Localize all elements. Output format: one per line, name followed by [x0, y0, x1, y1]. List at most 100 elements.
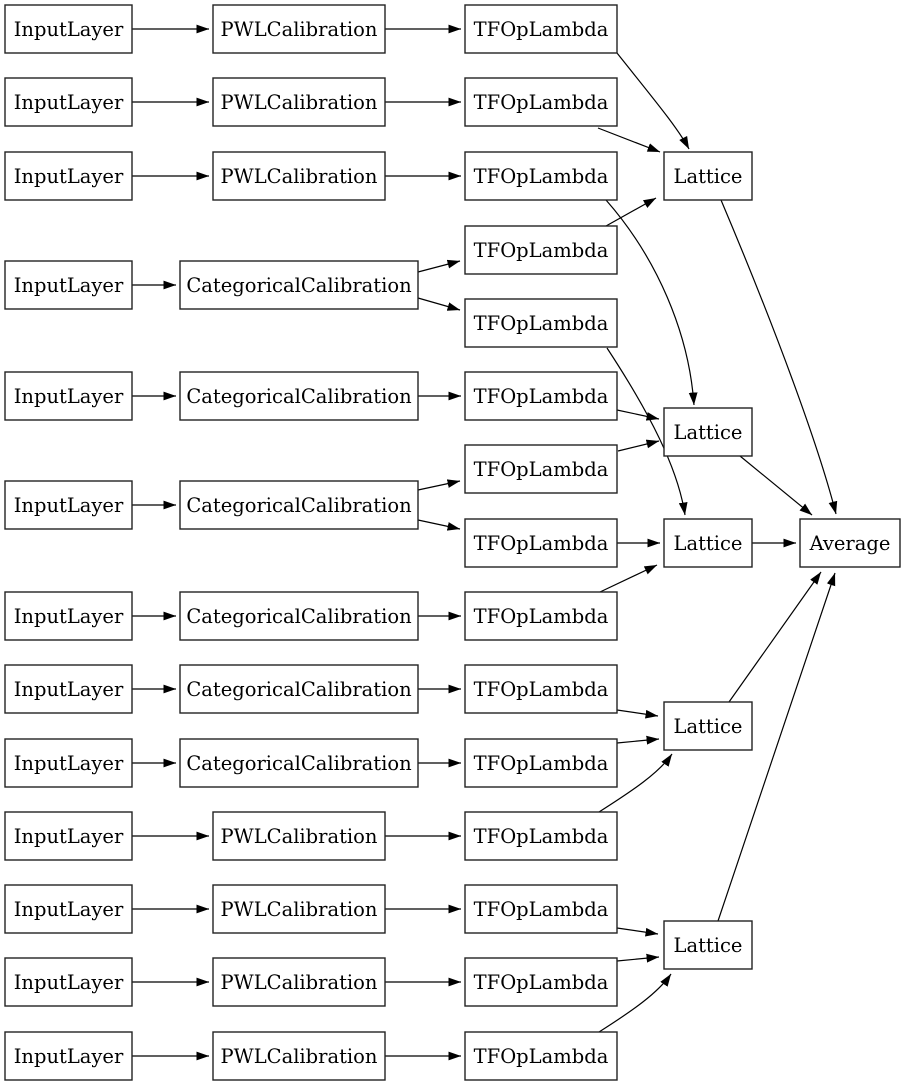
- edge-lattice_1-average: [720, 199, 838, 515]
- edge-lattice_4-average: [728, 571, 822, 703]
- node-label: PWLCalibration: [221, 1045, 378, 1068]
- edge-lambda_1-lattice_1: [616, 52, 690, 150]
- node-input-8: InputLayer: [4, 664, 133, 714]
- node-label: InputLayer: [14, 605, 124, 628]
- node-pwlcalibration-4: PWLCalibration: [212, 811, 386, 861]
- node-label: TFOpLambda: [474, 605, 609, 628]
- node-tfoplambda-10: TFOpLambda: [464, 664, 618, 714]
- node-input-12: InputLayer: [4, 957, 133, 1007]
- node-label: TFOpLambda: [474, 678, 609, 701]
- node-label: CategoricalCalibration: [186, 678, 412, 701]
- node-pwlcalibration-1: PWLCalibration: [212, 4, 386, 54]
- edges-layer: [132, 24, 838, 1061]
- node-box: [663, 407, 753, 457]
- node-box: [464, 77, 618, 127]
- node-box: [464, 1031, 618, 1081]
- node-box: [464, 151, 618, 201]
- edge-lambda_10-lattice_4: [616, 709, 659, 719]
- node-label: TFOpLambda: [474, 532, 609, 555]
- node-input-1: InputLayer: [4, 4, 133, 54]
- node-box: [179, 738, 419, 788]
- node-label: Lattice: [674, 715, 743, 738]
- node-box: [179, 260, 419, 310]
- node-input-6: InputLayer: [4, 480, 133, 530]
- nodes-layer: InputLayer InputLayer InputLayer InputLa…: [4, 4, 901, 1081]
- node-input-11: InputLayer: [4, 884, 133, 934]
- node-tfoplambda-3: TFOpLambda: [464, 151, 618, 201]
- node-lattice-3: Lattice: [663, 518, 753, 568]
- node-tfoplambda-7: TFOpLambda: [464, 444, 618, 494]
- edge-cat_3-lambda_7: [417, 479, 461, 491]
- node-box: [179, 371, 419, 421]
- node-pwlcalibration-7: PWLCalibration: [212, 1031, 386, 1081]
- node-label: CategoricalCalibration: [186, 494, 412, 517]
- node-box: [464, 591, 618, 641]
- edge-lambda_15-lattice_5: [598, 973, 672, 1033]
- node-label: InputLayer: [14, 1045, 124, 1068]
- node-box: [212, 811, 386, 861]
- node-tfoplambda-4: TFOpLambda: [464, 225, 618, 275]
- node-label: TFOpLambda: [474, 1045, 609, 1068]
- node-box: [663, 701, 753, 751]
- node-label: Lattice: [674, 532, 743, 555]
- node-tfoplambda-1: TFOpLambda: [464, 4, 618, 54]
- node-lattice-1: Lattice: [663, 151, 753, 201]
- node-input-13: InputLayer: [4, 1031, 133, 1081]
- node-tfoplambda-13: TFOpLambda: [464, 884, 618, 934]
- node-label: TFOpLambda: [474, 898, 609, 921]
- node-box: [4, 371, 133, 421]
- node-lattice-4: Lattice: [663, 701, 753, 751]
- edge-lattice_5-average: [717, 572, 836, 922]
- node-label: TFOpLambda: [474, 971, 609, 994]
- edge-lambda_7-lattice_2: [617, 439, 660, 452]
- node-box: [663, 151, 753, 201]
- node-input-7: InputLayer: [4, 591, 133, 641]
- edge-lambda_5-lattice_3: [606, 347, 688, 516]
- node-label: PWLCalibration: [221, 971, 378, 994]
- node-input-5: InputLayer: [4, 371, 133, 421]
- node-input-3: InputLayer: [4, 151, 133, 201]
- edge-lambda_9-lattice_3: [599, 564, 658, 593]
- node-tfoplambda-9: TFOpLambda: [464, 591, 618, 641]
- node-label: PWLCalibration: [221, 18, 378, 41]
- node-label: InputLayer: [14, 898, 124, 921]
- node-tfoplambda-14: TFOpLambda: [464, 957, 618, 1007]
- node-box: [4, 957, 133, 1007]
- node-label: InputLayer: [14, 494, 124, 517]
- edge-lambda_11-lattice_4: [616, 735, 660, 745]
- node-label: InputLayer: [14, 91, 124, 114]
- node-box: [799, 518, 901, 568]
- node-lattice-5: Lattice: [663, 920, 753, 970]
- node-box: [179, 591, 419, 641]
- node-average: Average: [799, 518, 901, 568]
- node-box: [464, 298, 618, 348]
- node-box: [4, 811, 133, 861]
- node-tfoplambda-12: TFOpLambda: [464, 811, 618, 861]
- node-categoricalcalibration-5: CategoricalCalibration: [179, 664, 419, 714]
- node-pwlcalibration-3: PWLCalibration: [212, 151, 386, 201]
- node-tfoplambda-2: TFOpLambda: [464, 77, 618, 127]
- node-box: [464, 664, 618, 714]
- edge-lambda_4-lattice_1: [605, 197, 657, 227]
- node-box: [464, 811, 618, 861]
- node-box: [4, 151, 133, 201]
- node-categoricalcalibration-4: CategoricalCalibration: [179, 591, 419, 641]
- node-box: [464, 957, 618, 1007]
- edge-lattice_2-average: [739, 455, 813, 516]
- edge-cat_1-lambda_4: [417, 259, 461, 273]
- node-label: InputLayer: [14, 18, 124, 41]
- edge-lambda_14-lattice_5: [616, 953, 660, 963]
- node-categoricalcalibration-2: CategoricalCalibration: [179, 371, 419, 421]
- node-label: PWLCalibration: [221, 825, 378, 848]
- node-label: TFOpLambda: [474, 91, 609, 114]
- node-label: InputLayer: [14, 971, 124, 994]
- node-label: InputLayer: [14, 274, 124, 297]
- node-box: [464, 444, 618, 494]
- edge-lambda_13-lattice_5: [616, 927, 659, 937]
- node-label: Lattice: [674, 421, 743, 444]
- edge-lambda_6-lattice_2: [616, 409, 660, 421]
- node-input-2: InputLayer: [4, 77, 133, 127]
- node-label: TFOpLambda: [474, 18, 609, 41]
- node-label: TFOpLambda: [474, 312, 609, 335]
